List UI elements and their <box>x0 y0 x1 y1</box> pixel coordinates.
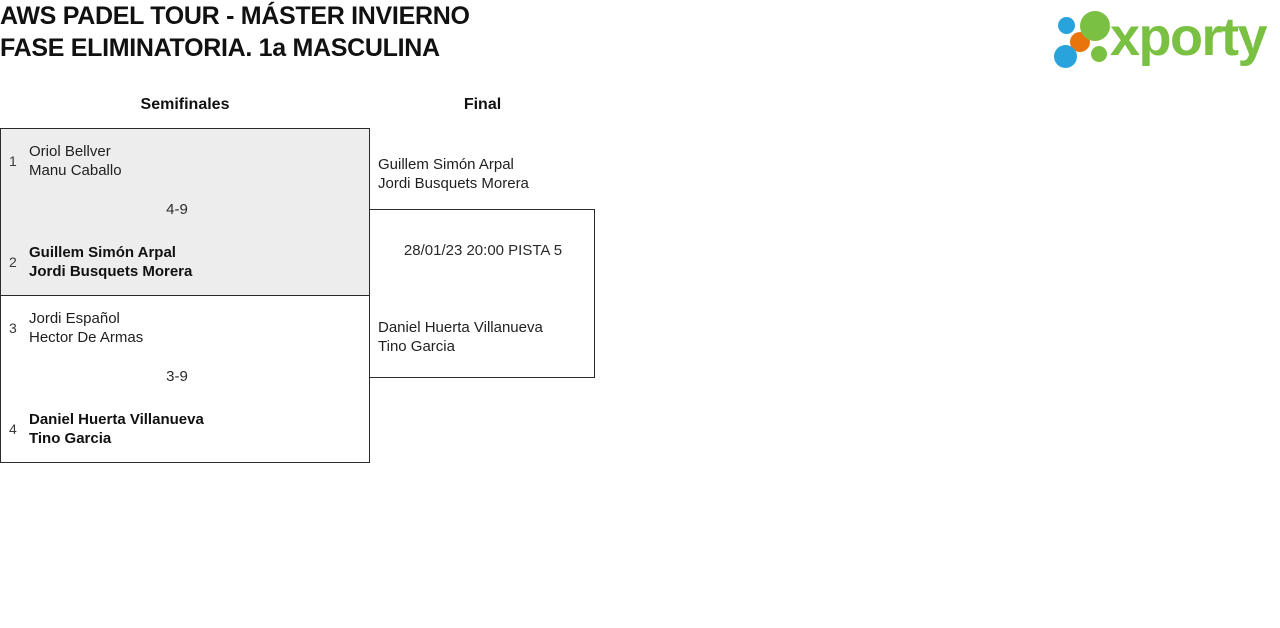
final-team-names-top[interactable]: Guillem Simón Arpal Jordi Busquets Morer… <box>378 156 529 192</box>
dot-blue-small <box>1058 17 1075 34</box>
xporty-logo[interactable]: xporty <box>1048 5 1274 69</box>
round-header-final: Final <box>463 96 502 113</box>
team-seed: 3 <box>9 320 17 336</box>
final-schedule: 28/01/23 20:00 PISTA 5 <box>403 242 563 259</box>
team-seed: 1 <box>9 153 17 169</box>
team-names: Oriol Bellver Manu Caballo <box>29 143 122 179</box>
logo-wordmark: xporty <box>1110 7 1268 67</box>
final-team-names-bottom[interactable]: Daniel Huerta Villanueva Tino Garcia <box>378 319 543 355</box>
match-final[interactable]: Guillem Simón Arpal Jordi Busquets Morer… <box>369 156 595 378</box>
match-score: 3-9 <box>166 368 188 385</box>
team-seed: 4 <box>9 421 17 437</box>
logo-dots-icon <box>1054 9 1116 68</box>
team-names: Guillem Simón Arpal Jordi Busquets Morer… <box>29 244 193 280</box>
page-title: AWS PADEL TOUR - MÁSTER INVIERNO FASE EL… <box>0 2 470 62</box>
team-seed: 2 <box>9 254 17 270</box>
dot-green-small <box>1091 46 1107 62</box>
team-names: Jordi Español Hector De Armas <box>29 310 144 346</box>
match-team-row[interactable]: 3 Jordi Español Hector De Armas <box>1 306 371 350</box>
dot-green-large <box>1080 11 1110 41</box>
match-score: 4-9 <box>166 201 188 218</box>
match-semifinal-1[interactable]: 1 Oriol Bellver Manu Caballo 4-9 2 Guill… <box>0 128 370 296</box>
tournament-bracket: 1 Oriol Bellver Manu Caballo 4-9 2 Guill… <box>0 128 1280 468</box>
round-header-semifinals: Semifinales <box>140 96 230 113</box>
dot-blue-large <box>1054 45 1077 68</box>
page-header: AWS PADEL TOUR - MÁSTER INVIERNO FASE EL… <box>0 0 1280 78</box>
team-names: Daniel Huerta Villanueva Tino Garcia <box>29 411 204 447</box>
match-team-row[interactable]: 4 Daniel Huerta Villanueva Tino Garcia <box>1 407 371 451</box>
match-semifinal-2[interactable]: 3 Jordi Español Hector De Armas 3-9 4 Da… <box>0 295 370 463</box>
match-team-row[interactable]: 2 Guillem Simón Arpal Jordi Busquets Mor… <box>1 240 371 284</box>
match-team-row[interactable]: 1 Oriol Bellver Manu Caballo <box>1 139 371 183</box>
